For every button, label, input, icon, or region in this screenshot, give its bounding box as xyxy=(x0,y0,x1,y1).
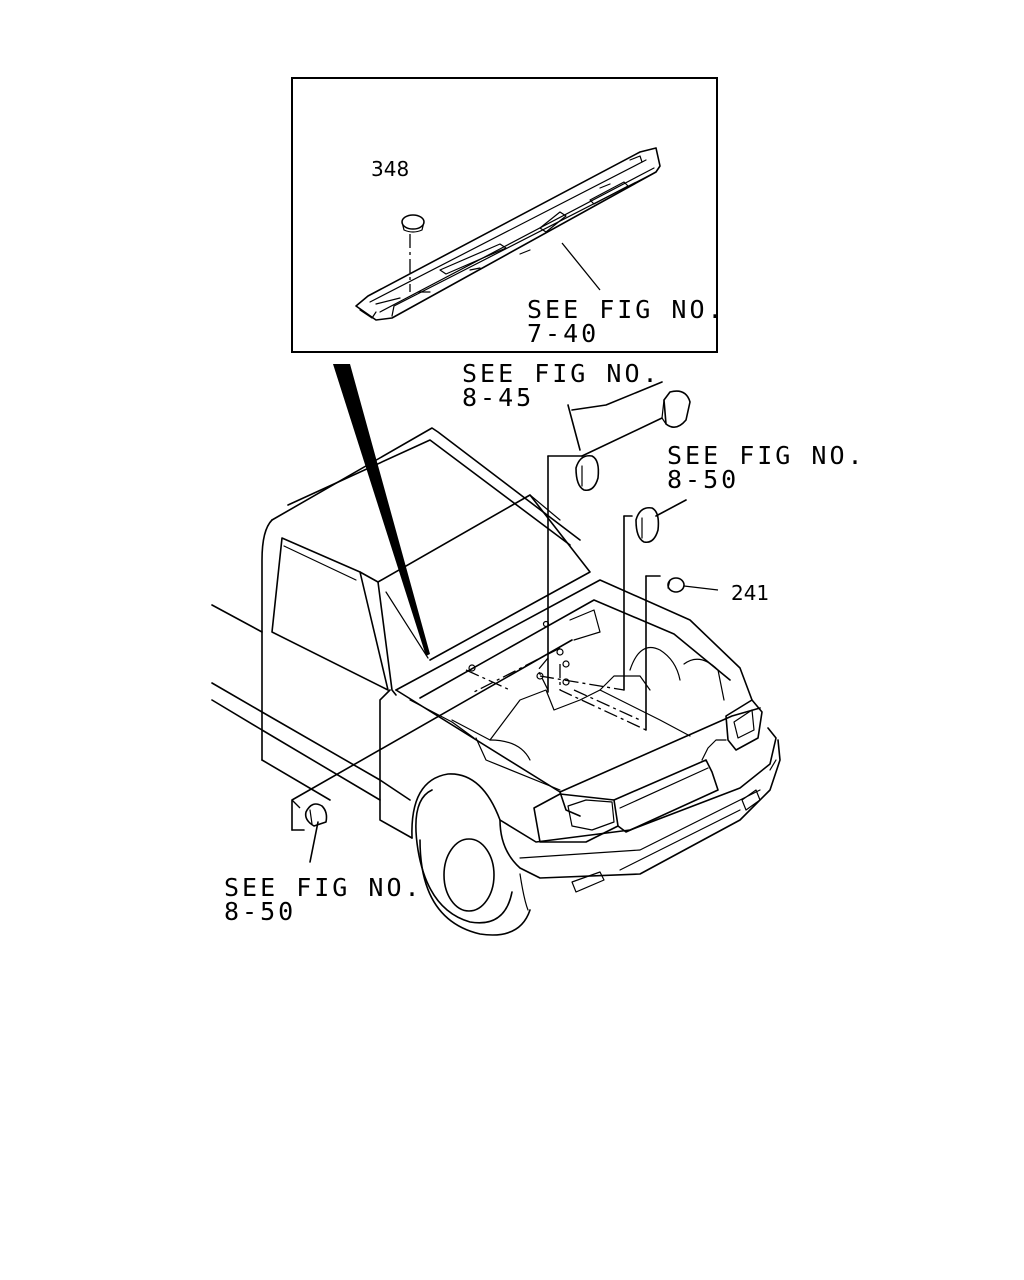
see-fig-8-50-right-line2: 8-50 xyxy=(667,465,739,494)
inset-detail: 348 SEE FIG NO. 7-40 xyxy=(291,77,726,353)
side-marker-lamp-top-icon xyxy=(661,390,691,428)
see-fig-8-45-line1: SEE FIG NO. xyxy=(462,359,661,388)
inset-frame xyxy=(291,77,718,353)
clip-241-icon xyxy=(667,577,685,593)
see-fig-8-50-left-line1: SEE FIG NO. xyxy=(224,873,423,902)
see-fig-8-50-right-line1: SEE FIG NO. xyxy=(667,441,866,470)
cowl-panel-icon xyxy=(355,147,661,321)
side-marker-lamp-right-icon xyxy=(635,506,660,544)
side-marker-lamp-front-icon xyxy=(304,803,328,827)
leader-lines xyxy=(291,381,687,863)
side-marker-lamp-left-icon xyxy=(575,454,600,492)
see-fig-7-40-line1: SEE FIG NO. xyxy=(527,295,726,324)
plug-348-icon xyxy=(401,214,425,233)
inset-pointer xyxy=(333,364,430,656)
see-fig-8-45-line2: 8-45 xyxy=(462,383,534,412)
part-348-label: 348 xyxy=(371,157,409,181)
truck-illustration xyxy=(211,427,781,936)
see-fig-7-40-line2: 7-40 xyxy=(527,319,599,348)
see-fig-8-50-left-line2: 8-50 xyxy=(224,897,296,926)
part-241-label: 241 xyxy=(731,581,769,605)
